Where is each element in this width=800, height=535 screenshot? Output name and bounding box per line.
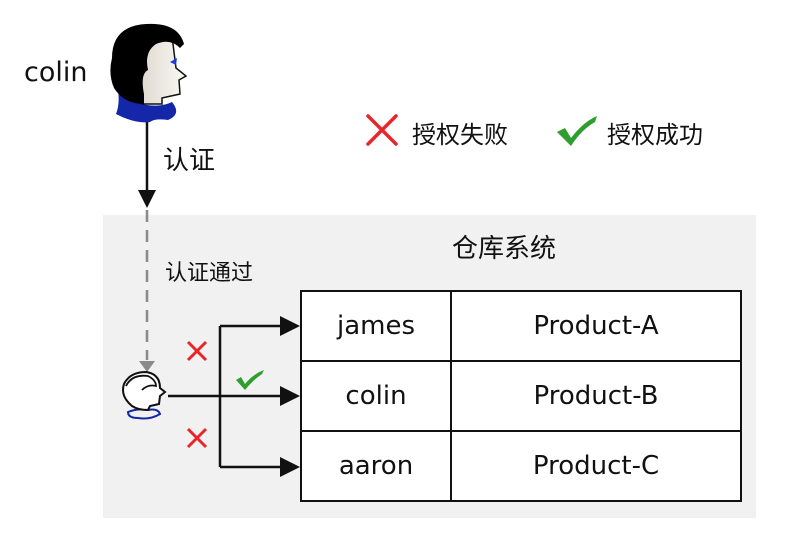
- permission-table: james Product-A colin Product-B aaron Pr…: [300, 290, 742, 502]
- green-check-icon: [236, 370, 264, 390]
- user-cell: aaron: [300, 430, 452, 502]
- product-cell: Product-B: [450, 360, 742, 432]
- green-check-icon: [557, 116, 597, 146]
- user-name-label: colin: [24, 57, 88, 88]
- request-arrows: [168, 316, 300, 477]
- auth-passed-dashed-arrow: [139, 210, 155, 372]
- table-row: colin Product-B: [300, 360, 742, 432]
- red-cross-icon: [186, 340, 208, 362]
- small-person-icon: [122, 370, 167, 420]
- product-cell: Product-C: [450, 430, 742, 502]
- auth-passed-label: 认证通过: [165, 261, 254, 286]
- legend-fail-label: 授权失败: [412, 121, 508, 149]
- system-title: 仓库系统: [452, 234, 557, 264]
- red-cross-icon: [186, 427, 208, 449]
- auth-arrow: [138, 122, 156, 208]
- user-cell: james: [300, 290, 452, 362]
- user-cell: colin: [300, 360, 452, 432]
- product-cell: Product-A: [450, 290, 742, 362]
- legend-success-label: 授权成功: [607, 121, 703, 149]
- auth-label: 认证: [163, 146, 216, 176]
- table-row: aaron Product-C: [300, 430, 742, 502]
- red-cross-icon: [366, 114, 398, 146]
- table-row: james Product-A: [300, 290, 742, 362]
- person-head-icon: [110, 23, 188, 123]
